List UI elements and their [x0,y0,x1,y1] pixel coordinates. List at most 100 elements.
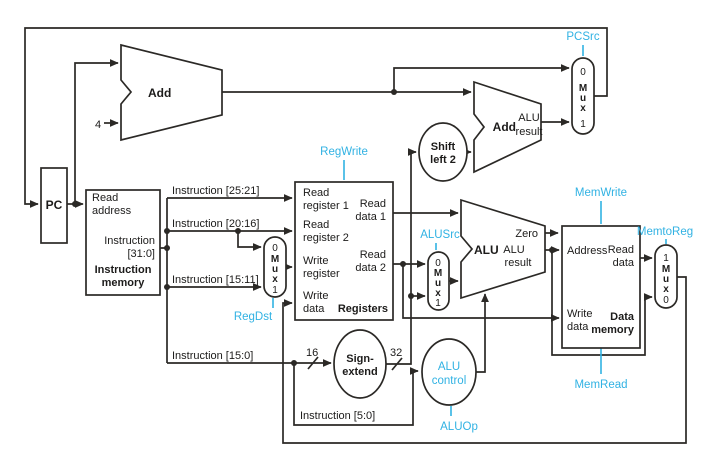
registers-block: Read register 1 Read register 2 Write re… [294,181,394,321]
label-instr-15-0: Instruction [15:0] [172,350,253,362]
imem-read-address: Read [92,192,118,204]
mux-input-1: 1 [580,119,586,130]
alusrc-mux: 0 M u x 1 [427,251,450,311]
data-memory-block: Address Read data Write data Data memory [561,225,641,349]
alu-label: ALU [474,243,499,257]
data-memory-box [561,225,641,349]
registers-title: Registers [338,303,388,315]
pc-block: PC [40,167,68,244]
pc-adder-label: Add [148,86,171,100]
registers-box [294,181,394,321]
shift-left-2-label: Shift [431,141,456,153]
label-aluop: ALUOp [440,421,478,433]
junction-dot [164,245,170,251]
pc-box [40,167,68,244]
slash-32 [391,357,403,371]
reg-read-register-2: register 2 [303,232,349,244]
wire-writeback [282,276,687,444]
regdst-mux-pill [263,236,287,298]
wire-pcsrc-feedback [24,27,608,208]
branch-adder-block: Add ALU result [473,80,543,174]
mux-input-0: 0 [663,295,669,306]
mux-letter: x [580,103,586,114]
label-memwrite: MemWrite [575,187,627,199]
alu-control-oval [421,338,477,406]
junction-dot [408,293,414,299]
dmem-write-data: Write [567,308,592,320]
junction-dot [391,89,397,95]
alu-block: Zero ALU ALU result [460,198,546,300]
instruction-memory-block: Read address Instruction [31:0] Instruct… [85,189,161,296]
label-alusrc: ALUSrc [420,229,460,241]
imem-title: memory [102,277,146,289]
pc-adder-block: Add [120,43,223,142]
control-signal-labels: PCSrc RegWrite RegDst ALUSrc MemWrite Me… [234,31,693,433]
wire-aluctl-to-alu [476,293,489,373]
wire-pc-to-add [74,59,119,204]
branch-adder-result: ALU [518,112,539,124]
alu-zero-label: Zero [515,228,538,240]
reg-read-data-2: data 2 [355,262,386,274]
imem-instruction-out: [31:0] [127,248,155,260]
junction-dot [164,228,170,234]
pc-label: PC [46,198,63,212]
branch-adder [473,80,542,174]
mux-letter: x [663,284,669,295]
mux-letter: x [272,274,278,285]
imem-instruction-out: Instruction [104,235,155,247]
mux-letter: u [272,264,278,275]
alu [460,198,546,300]
mux-letter: u [580,93,586,104]
dmem-read-data: Read [608,244,634,256]
branch-adder-result: result [516,126,543,138]
label-instr-20-16: Instruction [20:16] [172,218,259,230]
junction-dot [164,284,170,290]
reg-write-register: Write [303,255,328,267]
mux-input-0: 0 [435,258,441,269]
alu-result-label: ALU [503,244,524,256]
reg-read-data-2: Read [360,249,386,261]
label-width-16: 16 [306,347,318,359]
shift-left-2-block: Shift left 2 [418,122,468,182]
reg-write-data: Write [303,290,328,302]
wire-alu-result-to-mux [551,250,653,356]
mux-letter: M [662,264,670,275]
junction-dot [72,201,78,207]
alu-control-label: ALU [438,361,460,373]
reg-read-register-1: Read [303,187,329,199]
wire-signext-out [386,148,417,365]
mux-letter: u [663,274,669,285]
reg-write-data: data [303,303,325,315]
dmem-title: Data [610,311,635,323]
mux-input-1: 1 [663,253,669,264]
mux-letter: M [271,254,279,265]
shift-left-2-oval [418,122,468,182]
alu-control-label: control [432,375,467,387]
memtoreg-mux: 1 M u x 0 [654,244,678,309]
label-instr-5-0: Instruction [5:0] [300,410,375,422]
alu-control-block: ALU control [421,338,477,406]
sign-extend-oval [333,329,387,399]
wire-pc4-to-mux [393,64,570,92]
sign-extend-label: Sign- [346,353,374,365]
label-instr-15-11: Instruction [15:11] [172,274,259,286]
shift-left-2-label: left 2 [430,154,456,166]
branch-adder-label: Add [493,120,516,134]
pcsrc-mux: 0 M u x 1 [571,57,595,135]
alusrc-mux-pill [427,251,450,311]
junction-dot [400,261,406,267]
memtoreg-mux-pill [654,244,678,309]
mux-letter: u [435,278,441,289]
label-constant-4: 4 [95,119,101,131]
label-pcsrc: PCSrc [566,31,599,43]
reg-read-data-1: Read [360,198,386,210]
label-memread: MemRead [574,379,627,391]
label-memtoreg: MemtoReg [637,226,693,238]
label-regwrite: RegWrite [320,146,368,158]
label-width-32: 32 [390,347,402,359]
wires [24,27,687,444]
mux-input-1: 1 [435,298,441,309]
mux-input-0: 0 [580,67,586,78]
